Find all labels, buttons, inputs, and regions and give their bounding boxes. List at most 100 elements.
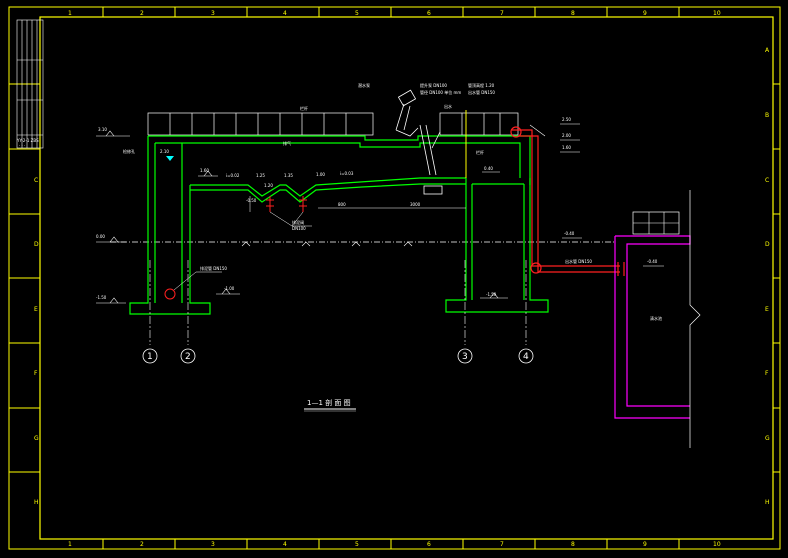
elev-drain: -1.00 <box>224 286 235 291</box>
col-label-top-1: 1 <box>68 10 72 17</box>
right-wall-footing <box>445 178 549 313</box>
outlet-tick <box>529 124 546 137</box>
elev-pipe-right: -0.40 <box>564 231 575 236</box>
water-level-icon <box>166 156 174 161</box>
axis-label-2: 2 <box>185 352 191 362</box>
railing-right <box>439 112 519 136</box>
axis-bubble-1 <box>142 348 158 364</box>
elev-mid-left: -0.50 <box>246 198 257 203</box>
col-label-top-10: 10 <box>713 10 721 17</box>
parapet-railing <box>147 112 519 136</box>
row-label-left-f: F <box>34 370 38 377</box>
left-wall-footing <box>129 136 211 315</box>
label-pipe-top: 管顶高程 1.20 <box>468 82 495 88</box>
row-label-right-d: D <box>765 241 770 248</box>
elev-trough-2: 1.20 <box>264 183 273 188</box>
label-manhole: 检修孔 <box>123 148 135 154</box>
col-label-bottom-4: 4 <box>283 541 287 548</box>
title-block-stamp: YY-2-1 ZBS <box>16 138 39 143</box>
title-block-box <box>16 19 44 149</box>
elev-top-left: 3.10 <box>98 127 107 132</box>
clear-water-tank <box>614 235 691 419</box>
grid-labels-left: C D E F G H <box>34 177 39 506</box>
col-label-top-5: 5 <box>355 10 359 17</box>
channel-floor-top <box>190 177 466 197</box>
row-label-left-c: C <box>34 177 38 184</box>
axis-bubbles <box>142 348 534 364</box>
grid-labels-right: A B C D E F G H <box>765 47 770 506</box>
col-label-top-9: 9 <box>643 10 647 17</box>
title-block-stamp-2: · · · <box>19 143 25 148</box>
outlet-pipe-run <box>512 129 620 267</box>
valves <box>266 196 307 212</box>
col-label-bottom-6: 6 <box>427 541 431 548</box>
tank-wall-outer <box>614 236 690 419</box>
col-label-bottom-7: 7 <box>500 541 504 548</box>
row-label-left-d: D <box>34 241 39 248</box>
elev-water: 2.10 <box>160 149 169 154</box>
drain-pipe-icon <box>164 288 176 300</box>
title-block <box>16 19 44 149</box>
row-label-left-h: H <box>34 499 39 506</box>
axis-bubble-2 <box>180 348 196 364</box>
outlet-pipe-run-2 <box>518 135 620 273</box>
grid-top-ticks <box>9 7 780 549</box>
grid-labels-top: 1 2 3 4 5 6 7 8 9 10 <box>68 10 721 17</box>
elev-bottom-right: -1.50 <box>486 292 497 297</box>
row-label-right-a: A <box>765 47 770 54</box>
col-label-top-4: 4 <box>283 10 287 17</box>
col-label-top-7: 7 <box>500 10 504 17</box>
label-valve: 排泥阀 <box>292 219 304 225</box>
elev-pipe-tank: -0.40 <box>647 259 658 264</box>
axis-label-3: 3 <box>462 352 468 362</box>
col-label-bottom-2: 2 <box>140 541 144 548</box>
dim-2: 3000 <box>410 202 421 207</box>
annotations: 3.10 检修孔 2.10 1.60 i=0.02 1.25 1.20 1.35… <box>96 82 662 321</box>
drawing-frame <box>8 6 781 550</box>
row-label-right-b: B <box>765 112 769 119</box>
row-label-right-e: E <box>765 306 769 313</box>
col-label-bottom-8: 8 <box>571 541 575 548</box>
elev-bottom-left: -1.50 <box>96 295 107 300</box>
label-pipe-spec: 管径 DN100 单位 mm <box>420 89 461 95</box>
pump-equipment <box>395 89 443 195</box>
col-label-top-8: 8 <box>571 10 575 17</box>
label-drain: 排泥管 DN150 <box>200 265 227 271</box>
channel-floor-bottom <box>190 183 466 203</box>
elev-right-3: 1.60 <box>562 145 571 150</box>
col-label-bottom-9: 9 <box>643 541 647 548</box>
row-label-left-e: E <box>34 306 38 313</box>
axis-bubble-4 <box>518 348 534 364</box>
elev-slab-left: 1.60 <box>200 168 209 173</box>
row-label-right-g: G <box>765 435 770 442</box>
slope-right: i=0.03 <box>340 171 354 176</box>
elev-beam: 1.00 <box>316 172 325 177</box>
elev-trough-1: 1.25 <box>256 173 265 178</box>
axis-lines <box>149 260 527 345</box>
col-label-top-2: 2 <box>140 10 144 17</box>
break-line <box>689 190 701 448</box>
elevation-markers <box>96 123 664 304</box>
tank-structure <box>129 135 549 315</box>
label-outlet: 出水管 DN150 <box>468 89 495 95</box>
outlet-elbow-icon <box>510 126 522 138</box>
axis-label-1: 1 <box>147 352 153 362</box>
elev-right-4: 0.40 <box>484 166 493 171</box>
elev-ground: 0.00 <box>96 234 105 239</box>
valve-leaders <box>249 196 466 227</box>
elev-right-2: 2.00 <box>562 133 571 138</box>
dim-1: 800 <box>338 202 346 207</box>
row-label-right-h: H <box>765 499 770 506</box>
drawing-title: 1—1 剖 面 图 <box>307 398 351 407</box>
col-label-bottom-1: 1 <box>68 541 72 548</box>
elev-trough-3: 1.35 <box>284 173 293 178</box>
label-pipe-right: 出水管 DN150 <box>565 258 592 264</box>
pump-motor-icon <box>397 89 417 107</box>
row-label-right-f: F <box>765 370 769 377</box>
outlet-elbow-icon-2 <box>530 262 542 274</box>
outer-border <box>8 6 781 550</box>
ground-hatch <box>241 241 413 247</box>
label-valve-size: DN100 <box>292 226 306 231</box>
label-clear-tank: 清水池 <box>650 315 662 321</box>
